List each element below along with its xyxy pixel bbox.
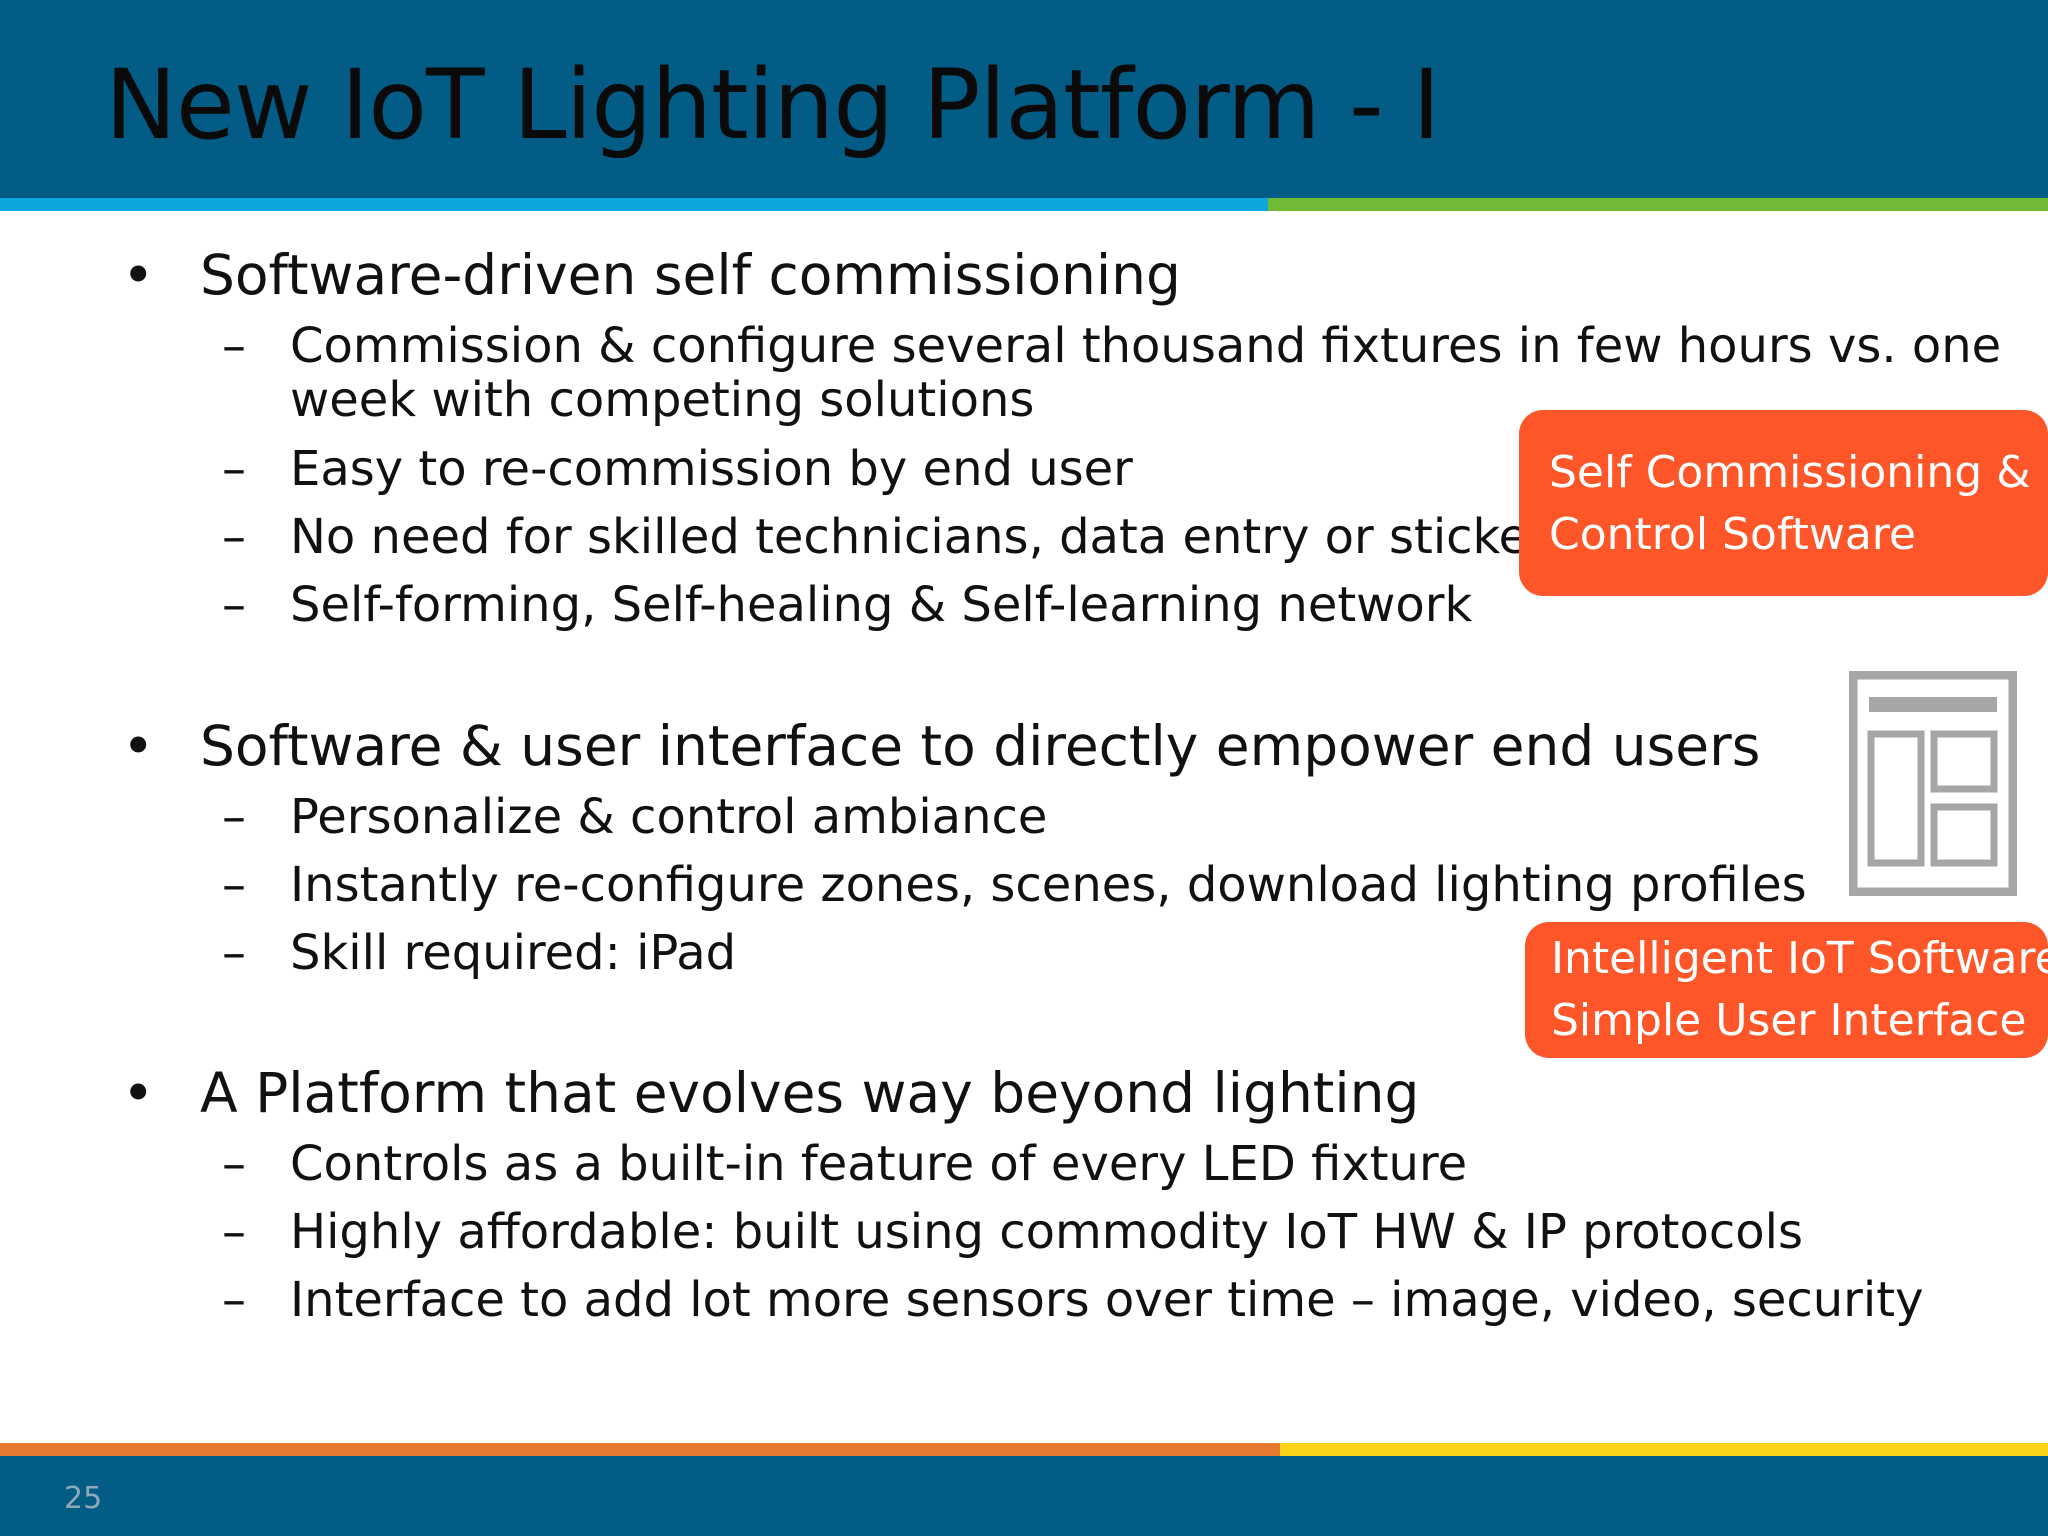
ui-layout-icon <box>1849 671 2017 896</box>
sub-bullet-marker: – <box>222 577 246 633</box>
sub-bullet-item: – Interface to add lot more sensors over… <box>222 1272 1924 1328</box>
slide-header <box>0 0 2048 198</box>
sub-bullet-text-line: week with competing solutions <box>290 372 1035 428</box>
bullet-text: A Platform that evolves way beyond light… <box>200 1061 1420 1125</box>
callout-line: Self Commissioning & <box>1549 447 2031 498</box>
sub-bullet-text: Personalize & control ambiance <box>290 789 1048 845</box>
sub-bullet-marker: – <box>222 789 246 845</box>
sub-bullet-item: – Controls as a built-in feature of ever… <box>222 1136 1468 1192</box>
callout-self-commissioning: Self Commissioning & Control Software <box>1519 410 2048 596</box>
bullet-marker: • <box>122 1061 155 1125</box>
callout-line: Intelligent IoT Software <box>1551 933 2048 984</box>
header-stripe-blue <box>0 198 1268 211</box>
sub-bullet-text: Highly affordable: built using commodity… <box>290 1204 1803 1260</box>
sub-bullet-item: – Instantly re-configure zones, scenes, … <box>222 857 1807 913</box>
bullet-text: Software-driven self commissioning <box>200 243 1181 307</box>
sub-bullet-text: Easy to re-commission by end user <box>290 441 1133 497</box>
sub-bullet-marker: – <box>222 857 246 913</box>
bullet-text: Software & user interface to directly em… <box>200 714 1761 778</box>
sub-bullet-text: Controls as a built-in feature of every … <box>290 1136 1468 1192</box>
page-number: 25 <box>64 1481 103 1516</box>
bullet-item: • A Platform that evolves way beyond lig… <box>122 1061 1420 1125</box>
footer-stripe-yellow <box>1280 1443 2048 1456</box>
bullet-marker: • <box>122 243 155 307</box>
sub-bullet-item: – Highly affordable: built using commodi… <box>222 1204 1803 1260</box>
sub-bullet-item: – No need for skilled technicians, data … <box>222 509 1573 565</box>
sub-bullet-marker: – <box>222 1272 246 1328</box>
bullet-item: • Software & user interface to directly … <box>122 714 1761 778</box>
sub-bullet-item: – Personalize & control ambiance <box>222 789 1048 845</box>
header-stripe-green <box>1268 198 2048 211</box>
sub-bullet-marker: – <box>222 1136 246 1192</box>
sub-bullet-text-line: Commission & configure several thousand … <box>290 318 2002 374</box>
bullet-marker: • <box>122 714 155 778</box>
bullet-item: • Software-driven self commissioning <box>122 243 1181 307</box>
sub-bullet-item: – Skill required: iPad <box>222 925 737 981</box>
sub-bullet-marker: – <box>222 318 246 374</box>
sub-bullet-text: Instantly re-configure zones, scenes, do… <box>290 857 1807 913</box>
sub-bullet-marker: – <box>222 441 246 497</box>
sub-bullet-text: Self-forming, Self-healing & Self-learni… <box>290 577 1473 633</box>
sub-bullet-item: – Commission & configure several thousan… <box>222 318 2002 428</box>
slide-footer <box>0 1456 2048 1536</box>
sub-bullet-marker: – <box>222 925 246 981</box>
sub-bullet-text: Skill required: iPad <box>290 925 737 981</box>
slide-title: New IoT Lighting Platform - I <box>105 49 1440 161</box>
callout-intelligent-iot: Intelligent IoT Software Simple User Int… <box>1525 922 2048 1058</box>
sub-bullet-item: – Easy to re-commission by end user <box>222 441 1133 497</box>
callout-line: Control Software <box>1549 509 1916 560</box>
sub-bullet-marker: – <box>222 509 246 565</box>
sub-bullet-text: No need for skilled technicians, data en… <box>290 509 1573 565</box>
footer-stripe-orange <box>0 1443 1280 1456</box>
callout-line: Simple User Interface <box>1551 995 2027 1046</box>
sub-bullet-item: – Self-forming, Self-healing & Self-lear… <box>222 577 1473 633</box>
sub-bullet-marker: – <box>222 1204 246 1260</box>
sub-bullet-text: Interface to add lot more sensors over t… <box>290 1272 1924 1328</box>
